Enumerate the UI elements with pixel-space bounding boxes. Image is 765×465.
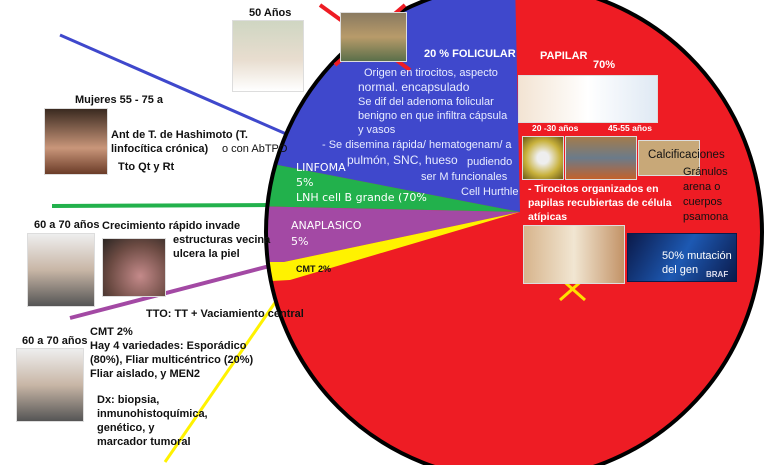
anaplasico-percent: 5% [291,235,309,248]
anaplasico-title: ANAPLASICO [291,219,362,232]
radiation-icon [522,136,564,180]
folicular-connector [59,33,301,142]
slice-linfoma [266,150,520,212]
cmt-title: CMT 2% [90,326,133,338]
sand-photo [638,140,700,176]
folicular-line: y vasos [358,124,396,136]
linfoma-connector [51,203,276,208]
braf-label: 50% mutación del gen [662,250,732,276]
fish-bread-photo [565,136,637,180]
hashimoto-ant: Ant de T. de Hashimoto (T. linfocítica c… [111,129,248,155]
linfoma-desc: LNH cell B grande (70% [296,191,427,204]
elderly-group-photo-2 [16,348,84,422]
anaplasico-desc: ulcera la piel [173,248,240,260]
folicular-line: ser M funcionales [421,171,508,183]
neck-ulcer-photo [102,238,166,297]
cmt-connector [163,277,294,463]
pie-outline [264,0,764,465]
folicular-line: Origen en tirocitos, aspecto [364,67,498,79]
anaplasico-connector [69,260,286,320]
people-photo [518,75,658,123]
hashimoto-tto: Tto Qt y Rt [118,161,175,173]
man-photo [232,20,304,92]
calcificaciones-label: Calcificaciones [648,149,725,161]
folicular-line: - Se disemina rápida/ hematogenam/ a [322,139,512,151]
woman-photo [44,108,108,175]
cmt-label: CMT 2% [296,264,332,274]
folicular-line: Cell Hurthle [461,186,519,198]
fish-food-photo [340,12,407,62]
dna-photo [627,233,737,282]
linfoma-title: LINFOMA [296,161,346,174]
cmt-line: Fliar aislado, y MEN2 [90,368,201,380]
cmt-line: (80%), Fliar multicéntrico (20%) [90,354,254,366]
papilar-age-1: 20 -30 años [532,123,579,133]
papilar-age-2: 45-55 años [608,123,652,133]
anaplasico-desc: estructuras vecina [173,234,271,246]
papilar-desc: - Tirocitos organizados en papilas recub… [528,183,672,223]
elderly-group-photo [27,233,95,307]
anaplasico-desc: Crecimiento rápido invade [102,220,241,232]
hashimoto-ant2: o con AbTPO [222,143,288,155]
folicular-line: Se dif del adenoma folicular [358,96,494,108]
folicular-title: 20 % FOLICULAR [424,48,516,60]
cmt-line: Hay 4 variedades: Esporádico [90,340,247,352]
hashimoto-age: Mujeres 55 - 75 a [75,94,164,106]
folicular-line: normal. encapsulado [358,80,470,94]
braf-logo: BRAF [706,270,729,279]
folicular-line: pulmón, SNC, hueso [347,153,458,167]
anaplasico-tto: TTO: TT + Vaciamiento central [146,308,304,320]
linfoma-percent: 5% [296,176,314,189]
cmt-age: 60 a 70 años [22,335,88,347]
anaplasico-age: 60 a 70 años [34,219,100,231]
slice-anaplasico [266,205,520,262]
folicular-line: benigno en que infiltra cápsula [358,110,508,122]
man-age: 50 Años [249,7,292,19]
folicular-line: pudiendo [467,156,513,168]
slice-cmt [266,212,520,285]
papilar-title: PAPILAR [540,50,588,62]
cmt-dx: Dx: biopsia, inmunohistoquímica, genétic… [97,394,208,448]
thyroid-anatomy-photo [523,225,625,284]
granulos-label: Gránulos arena o cuerpos psamona [683,166,729,223]
papilar-percent: 70% [593,59,616,71]
